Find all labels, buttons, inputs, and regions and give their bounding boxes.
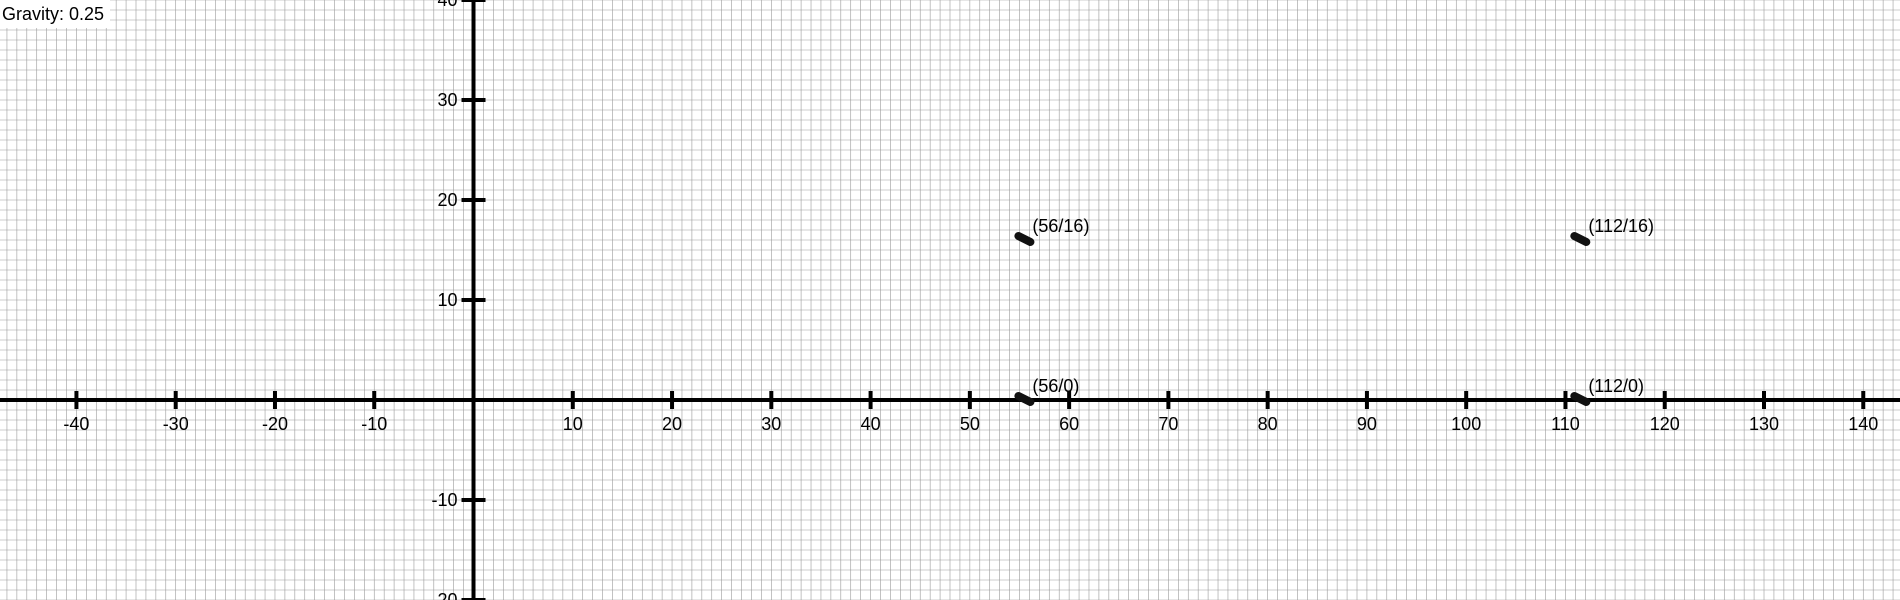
x-tick-label: -10 <box>361 414 387 434</box>
x-tick-label: 140 <box>1848 414 1878 434</box>
x-tick-label: 70 <box>1158 414 1178 434</box>
axis-ticks: -40 -30 -20 -10 10 20 30 40 50 60 70 80 90 100 110 120 1… <box>63 0 1878 600</box>
x-tick-label: 60 <box>1059 414 1079 434</box>
x-tick-label: -20 <box>262 414 288 434</box>
x-tick-label: 10 <box>563 414 583 434</box>
gravity-label: Gravity: <box>2 3 65 24</box>
y-tick-label: 20 <box>437 190 457 210</box>
data-point-marker[interactable] <box>1014 392 1035 406</box>
data-point-marker[interactable] <box>1014 232 1035 246</box>
y-tick-label: -10 <box>431 490 457 510</box>
x-tick-label: 40 <box>861 414 881 434</box>
data-markers[interactable] <box>1014 232 1591 406</box>
data-point-label: (112/16) <box>1588 216 1654 236</box>
data-point-label: (56/16) <box>1032 216 1089 236</box>
y-tick-label: 30 <box>437 90 457 110</box>
data-point-marker[interactable] <box>1570 392 1591 406</box>
x-tick-label: -30 <box>163 414 189 434</box>
data-point-marker[interactable] <box>1570 232 1591 246</box>
x-tick-label: 100 <box>1451 414 1481 434</box>
point-labels: (56/16) (112/16) (56/0) (112/0) <box>1032 216 1654 396</box>
x-tick-label: 120 <box>1650 414 1680 434</box>
gravity-value: 0.25 <box>69 3 105 24</box>
x-tick-label: -40 <box>63 414 89 434</box>
x-tick-label: 30 <box>761 414 781 434</box>
x-tick-label: 110 <box>1551 414 1580 434</box>
x-tick-label: 130 <box>1749 414 1779 434</box>
y-tick-label: 40 <box>437 0 457 10</box>
x-tick-label: 20 <box>662 414 682 434</box>
data-point-label: (56/0) <box>1032 376 1079 396</box>
gravity-readout: Gravity: 0.25 <box>0 0 111 28</box>
data-point-label: (112/0) <box>1588 376 1644 396</box>
y-tick-label: -20 <box>431 590 457 600</box>
y-tick-label: 10 <box>437 290 457 310</box>
x-tick-label: 80 <box>1258 414 1278 434</box>
x-tick-label: 50 <box>960 414 980 434</box>
x-tick-label: 90 <box>1357 414 1377 434</box>
